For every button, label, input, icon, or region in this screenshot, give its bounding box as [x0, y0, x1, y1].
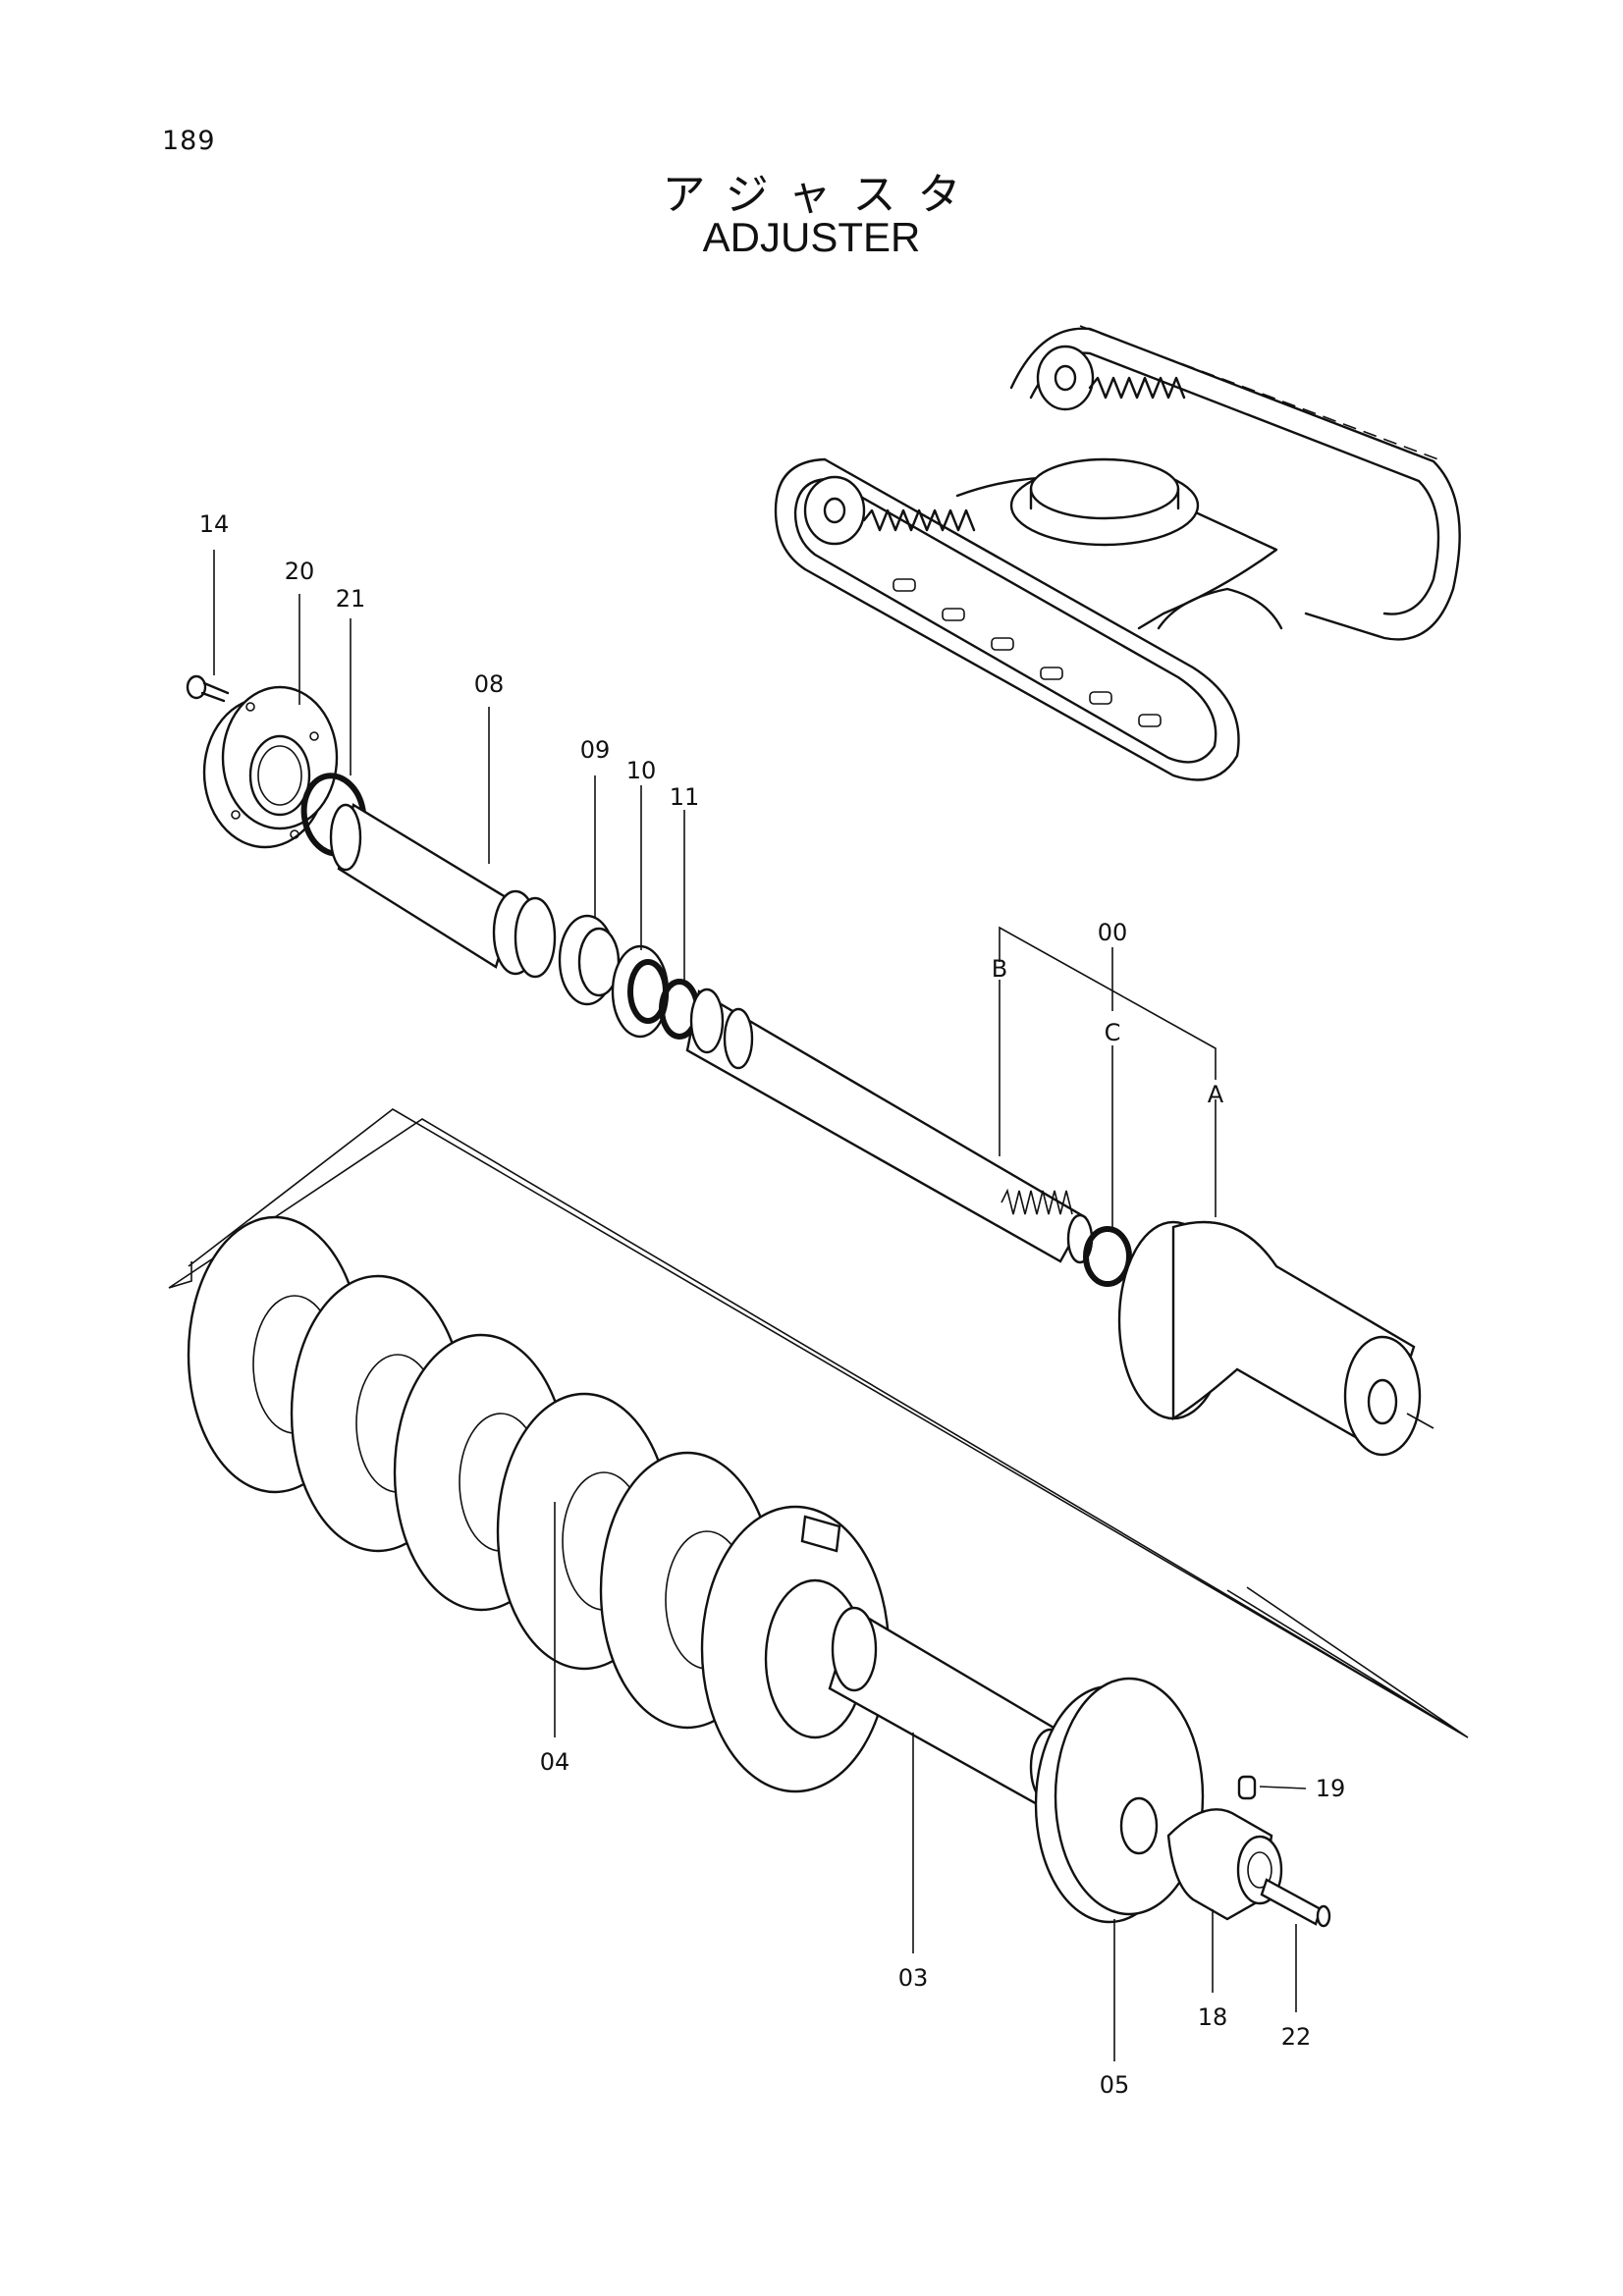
group-outline	[168, 1108, 1469, 1738]
callout-14: 14	[198, 510, 230, 538]
callout-10: 10	[625, 757, 657, 784]
callout-22: 22	[1280, 2023, 1312, 2051]
callout-03: 03	[897, 1964, 929, 1992]
callout-04: 04	[539, 1748, 570, 1776]
callout-19: 19	[1315, 1775, 1346, 1802]
callout-00: 00	[1097, 919, 1128, 946]
callout-18: 18	[1197, 2003, 1228, 2031]
undercarriage-illustration	[774, 325, 1461, 781]
title-japanese: アジャスタ	[662, 170, 983, 220]
callout-08: 08	[473, 670, 505, 698]
spring-04	[187, 1215, 891, 1793]
callout-C: C	[1104, 1019, 1121, 1046]
page-number: 189	[162, 126, 216, 156]
rod-and-bracket	[828, 1606, 1331, 2061]
callout-21: 21	[335, 585, 366, 613]
callout-B: B	[991, 955, 1008, 983]
upper-assembly	[186, 550, 1434, 1457]
callout-20: 20	[284, 558, 315, 585]
callout-09: 09	[579, 736, 611, 764]
callout-A: A	[1207, 1081, 1224, 1108]
title-english: ADJUSTER	[702, 214, 921, 260]
callout-11: 11	[669, 783, 700, 811]
callout-05: 05	[1099, 2071, 1130, 2099]
